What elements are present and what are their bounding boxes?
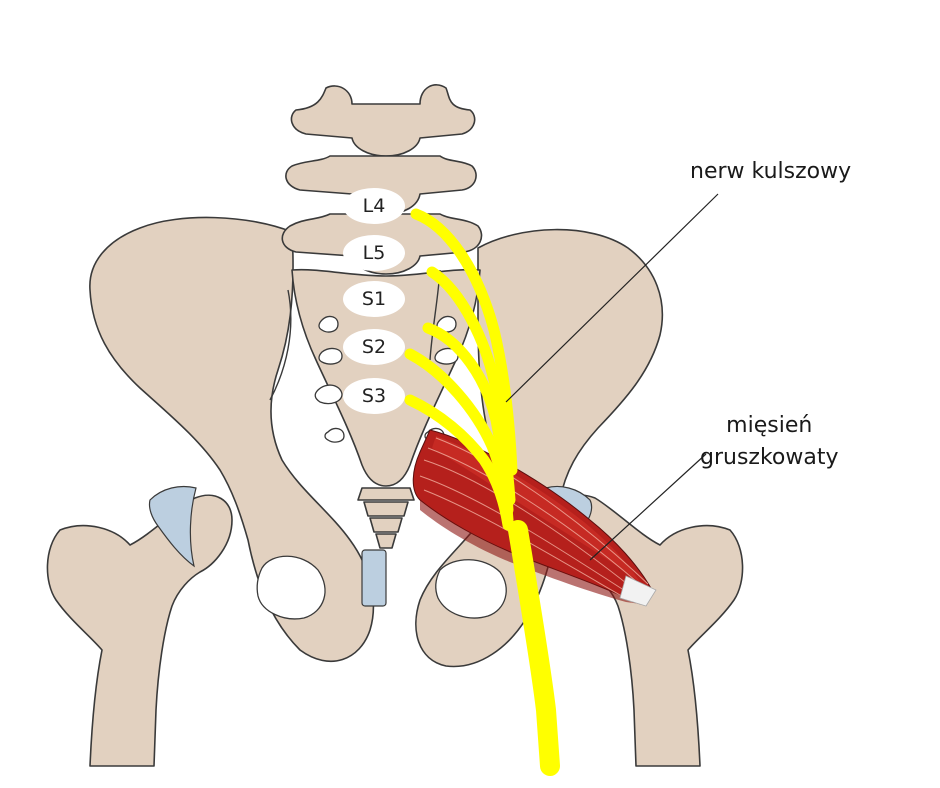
vertebra-label-L4-text: L4 xyxy=(363,195,386,217)
vertebra-label-S3: S3 xyxy=(343,378,405,414)
left-hip-joint-cartilage xyxy=(148,485,197,568)
piriformis-muscle xyxy=(412,429,657,607)
vertebra-label-L5: L5 xyxy=(343,235,405,271)
right-obturator-foramen xyxy=(435,559,507,619)
vertebra-label-S1-text: S1 xyxy=(362,288,386,310)
vertebra-label-S2-text: S2 xyxy=(362,336,386,358)
left-obturator-foramen xyxy=(256,555,326,620)
sciatic-nerve-label-text: nerw kulszowy xyxy=(690,159,852,184)
lumbar-vertebra-upper xyxy=(290,84,476,157)
nerve-leader-line xyxy=(505,193,719,403)
left-femur xyxy=(46,494,233,767)
pubic-symphysis xyxy=(361,549,387,607)
piriformis-muscle-label: mięsień gruszkowaty xyxy=(700,410,839,474)
muscle-leader-line xyxy=(589,453,707,561)
vertebra-label-S2: S2 xyxy=(343,329,405,365)
sciatic-nerve xyxy=(404,208,560,776)
vertebra-label-S1: S1 xyxy=(343,281,405,317)
vertebra-label-L4: L4 xyxy=(343,188,405,224)
sacral-foramina xyxy=(314,315,459,443)
coccyx xyxy=(357,487,415,549)
piriformis-label-line1: mięsień xyxy=(726,413,813,438)
vertebra-label-L5-text: L5 xyxy=(363,242,386,264)
piriformis-label-line2: gruszkowaty xyxy=(700,444,839,470)
iliac-detail-line-left xyxy=(269,289,292,401)
vertebra-label-S3-text: S3 xyxy=(362,385,386,407)
sciatic-nerve-label: nerw kulszowy xyxy=(690,156,851,188)
